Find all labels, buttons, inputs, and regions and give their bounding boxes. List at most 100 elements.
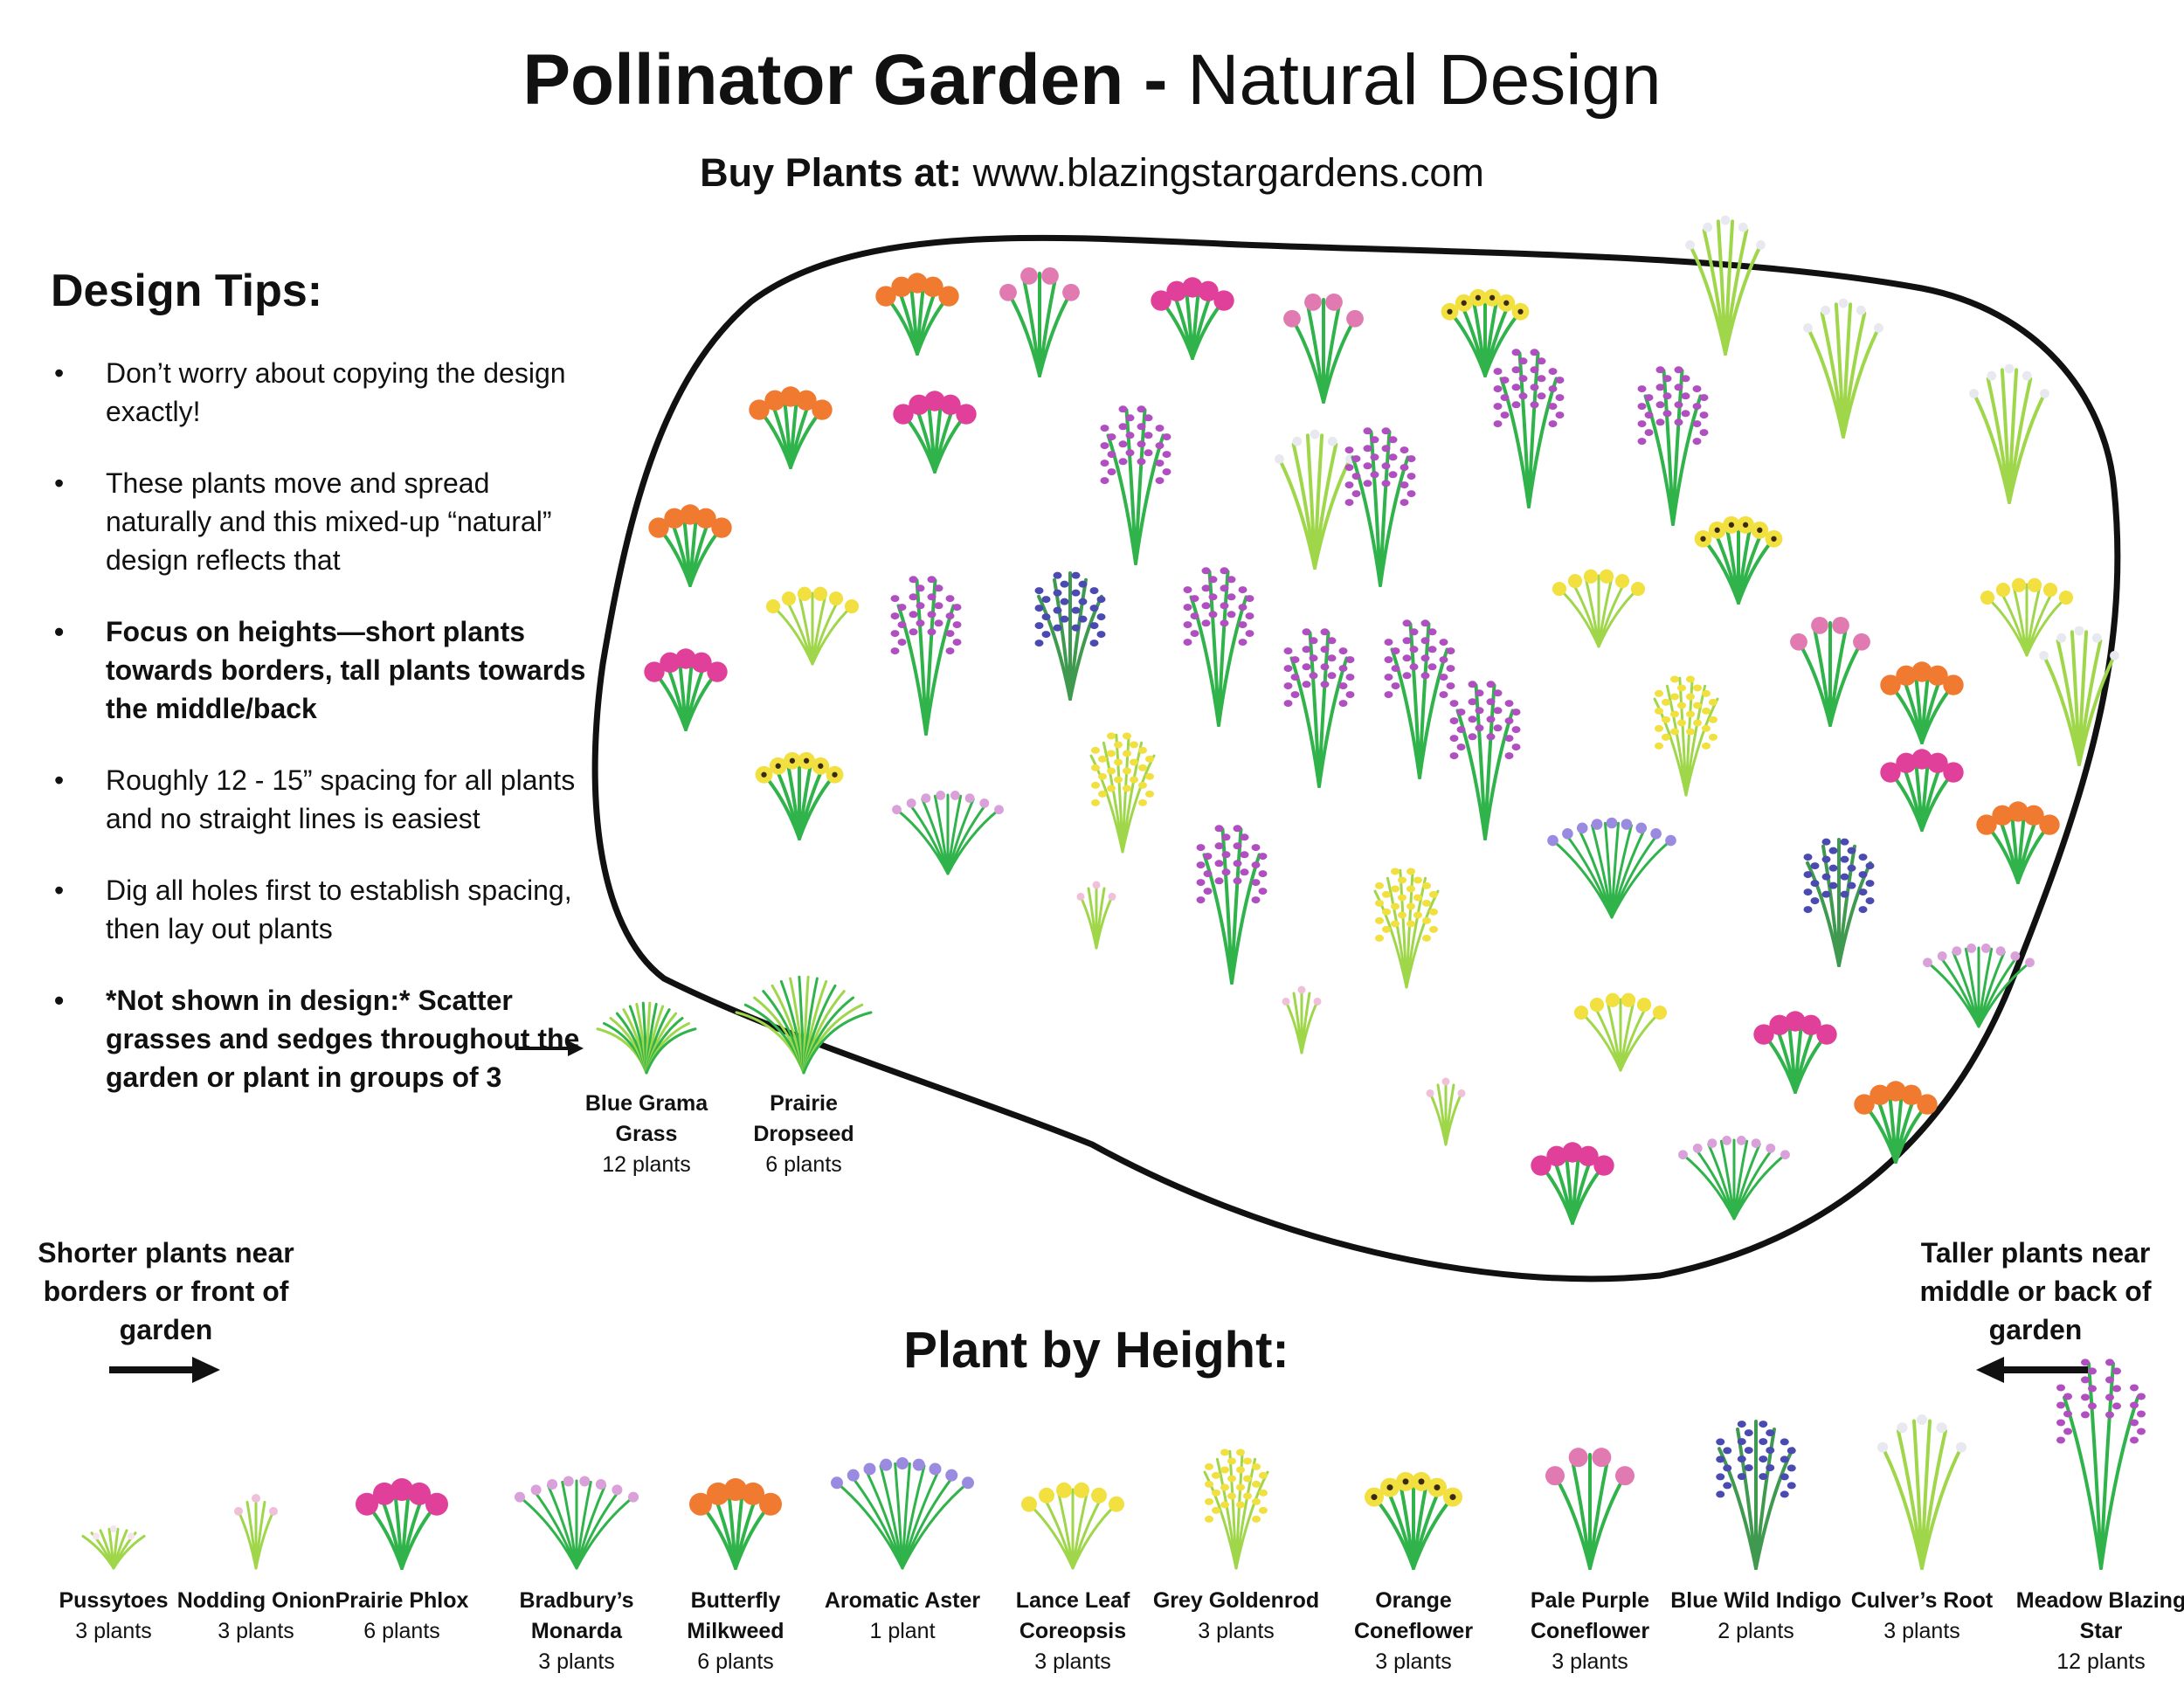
flower-spike: [909, 628, 918, 636]
plant-stem: [1593, 1004, 1622, 1072]
flower-spike: [1258, 870, 1268, 878]
flower-spike: [1100, 442, 1109, 450]
plant-by-height-heading: Plant by Height:: [903, 1322, 1289, 1379]
flower-spike: [2105, 1411, 2114, 1419]
plant-stem: [2008, 391, 2047, 504]
flower-head: [780, 386, 801, 407]
plant-stem: [850, 1475, 904, 1570]
flower-spike: [1655, 724, 1663, 732]
flower-spike: [1384, 656, 1393, 664]
flower-spike: [1243, 1475, 1252, 1483]
flower-spike: [1196, 844, 1206, 852]
flower-head: [695, 508, 716, 529]
flower-spike: [1220, 1483, 1229, 1491]
plant-stem: [1042, 1495, 1075, 1570]
flower-spike: [1840, 855, 1849, 863]
milkweed-plant: [689, 1478, 782, 1570]
flower-spike: [1402, 654, 1412, 662]
plant-stem: [1842, 326, 1881, 439]
flower-head: [1461, 300, 1467, 306]
flower-spike: [2056, 1401, 2065, 1409]
flower-spike: [1227, 576, 1236, 584]
flower-head: [1703, 222, 1713, 232]
flower-spike: [1709, 698, 1717, 706]
flower-spike: [1245, 595, 1254, 603]
flower-head: [1441, 1077, 1450, 1086]
flower-spike: [1537, 357, 1546, 365]
flower-head: [875, 286, 896, 307]
flower-head: [724, 1478, 747, 1501]
plant-stem: [1234, 1470, 1269, 1570]
flower-spike: [1388, 436, 1398, 444]
flower-spike: [1468, 681, 1477, 688]
flower-spike: [1214, 877, 1224, 885]
flower-spike: [1130, 758, 1138, 766]
plant-stem: [1405, 889, 1440, 989]
flower-head: [936, 791, 946, 800]
flower-spike: [1212, 1471, 1220, 1479]
flower-spike: [1429, 890, 1438, 898]
plant-stem: [1684, 697, 1719, 797]
flower-spike: [1677, 719, 1686, 727]
flower-head: [1021, 1496, 1037, 1512]
flower-head: [1771, 536, 1777, 542]
design-tip-item: Roughly 12 - 15” spacing for all plants …: [51, 761, 592, 838]
flower-spike: [1439, 674, 1448, 681]
flower-spike: [1391, 647, 1400, 655]
flower-head: [892, 805, 902, 815]
flower-head: [1722, 1136, 1732, 1145]
title-bold: Pollinator Garden -: [522, 40, 1168, 120]
flower-spike: [1400, 481, 1409, 489]
flower-spike: [1504, 752, 1514, 760]
flower-spike: [1041, 596, 1051, 604]
flower-spike: [2105, 1376, 2114, 1384]
flower-spike: [1391, 902, 1400, 910]
flower-spike: [1238, 621, 1248, 629]
flower-head: [1076, 892, 1085, 901]
flower-spike: [890, 612, 900, 620]
flower-head: [2023, 805, 2044, 826]
flower-head: [1599, 569, 1614, 584]
flower-spike: [1252, 1462, 1261, 1470]
flower-spike: [1034, 622, 1044, 630]
flower-spike: [1422, 899, 1431, 907]
flower-spike: [1493, 420, 1503, 428]
flower-spike: [1137, 405, 1146, 413]
flower-spike: [1677, 702, 1686, 709]
flower-spike: [1555, 394, 1565, 402]
blazingstar-plant: [1449, 681, 1521, 840]
flower-head: [1109, 1496, 1124, 1512]
monarda-plant: [1923, 944, 2035, 1028]
flower-head: [1402, 1478, 1409, 1485]
flower-spike: [1828, 864, 1838, 872]
flower-spike: [1511, 349, 1521, 356]
plant-stem: [915, 578, 928, 736]
flower-head: [1547, 834, 1559, 847]
grass-plant: [735, 975, 873, 1075]
flower-spike: [1787, 1447, 1796, 1455]
flower-spike: [1375, 899, 1384, 907]
flower-head: [1310, 429, 1320, 439]
flower-head: [1546, 1145, 1567, 1167]
flower-head: [1943, 674, 1964, 695]
flower-head: [1275, 454, 1284, 464]
flower-head: [547, 1478, 558, 1490]
flower-spike: [1338, 682, 1348, 690]
flower-spike: [1446, 682, 1455, 690]
flower-head: [1870, 1084, 1890, 1106]
flower-spike: [1258, 888, 1268, 895]
flower-spike: [945, 630, 955, 638]
flower-spike: [897, 639, 907, 646]
flower-head: [707, 1482, 729, 1505]
design-tips-heading: Design Tips:: [51, 266, 323, 316]
flower-spike: [1089, 640, 1099, 647]
plant-stem: [1369, 430, 1382, 587]
flower-spike: [1766, 1447, 1775, 1455]
flower-spike: [1409, 663, 1419, 671]
flower-spike: [1302, 628, 1311, 636]
flower-spike: [1518, 375, 1528, 383]
flower-spike: [1370, 436, 1379, 444]
flower-spike: [1446, 647, 1455, 655]
plant-name: Nodding Onion: [176, 1588, 335, 1613]
